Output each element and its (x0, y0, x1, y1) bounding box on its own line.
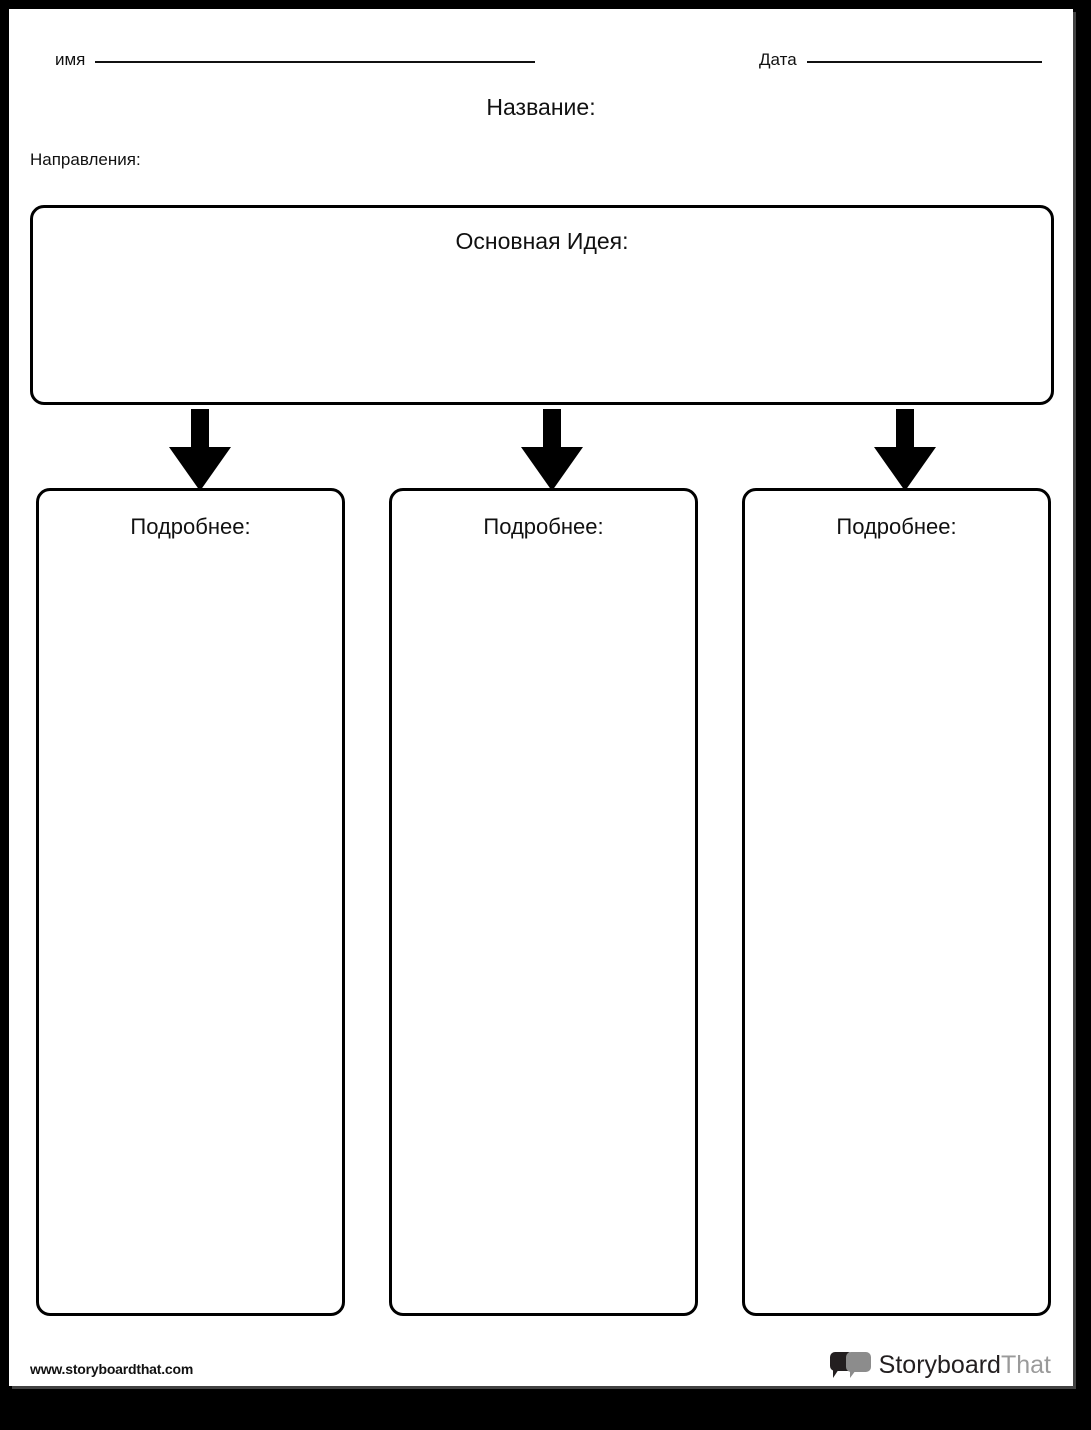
date-field[interactable]: Дата (759, 51, 1042, 68)
down-arrow-icon (874, 409, 936, 491)
storyboardthat-logo[interactable]: StoryboardThat (829, 1345, 1051, 1385)
detail-label: Подробнее: (483, 514, 604, 539)
arrow-shaft (896, 409, 914, 451)
logo-text-primary: Storyboard (878, 1350, 1001, 1379)
main-idea-box[interactable]: Основная Идея: (30, 205, 1054, 405)
worksheet-page: имя Дата Название: Направления: Основная… (9, 9, 1073, 1386)
main-idea-label: Основная Идея: (455, 228, 629, 254)
arrow-shaft (543, 409, 561, 451)
directions-label: Направления: (30, 150, 141, 169)
date-label: Дата (759, 50, 797, 69)
detail-label: Подробнее: (836, 514, 957, 539)
speech-bubbles-icon (829, 1350, 872, 1380)
detail-label: Подробнее: (130, 514, 251, 539)
date-input-line[interactable] (806, 61, 1042, 63)
arrow-head (169, 447, 231, 491)
footer-website-url[interactable]: www.storyboardthat.com (30, 1361, 194, 1377)
name-input-line[interactable] (95, 61, 536, 63)
detail-box-2[interactable]: Подробнее: (389, 488, 698, 1316)
detail-box-1[interactable]: Подробнее: (36, 488, 345, 1316)
down-arrow-icon (169, 409, 231, 491)
down-arrow-icon (521, 409, 583, 491)
name-label: имя (55, 50, 86, 69)
speech-bubble-front-tail (849, 1370, 856, 1378)
speech-bubble-front (845, 1352, 871, 1372)
name-field[interactable]: имя (55, 50, 536, 69)
detail-box-3[interactable]: Подробнее: (742, 488, 1051, 1316)
arrow-shaft (191, 409, 209, 451)
logo-text-secondary: That (1000, 1350, 1051, 1379)
page-title: Название: (486, 94, 596, 120)
speech-bubble-back-tail (832, 1369, 839, 1378)
worksheet-header: имя Дата (9, 9, 1073, 89)
logo-wordmark: StoryboardThat (878, 1350, 1051, 1379)
arrow-head (874, 447, 936, 491)
arrow-head (521, 447, 583, 491)
